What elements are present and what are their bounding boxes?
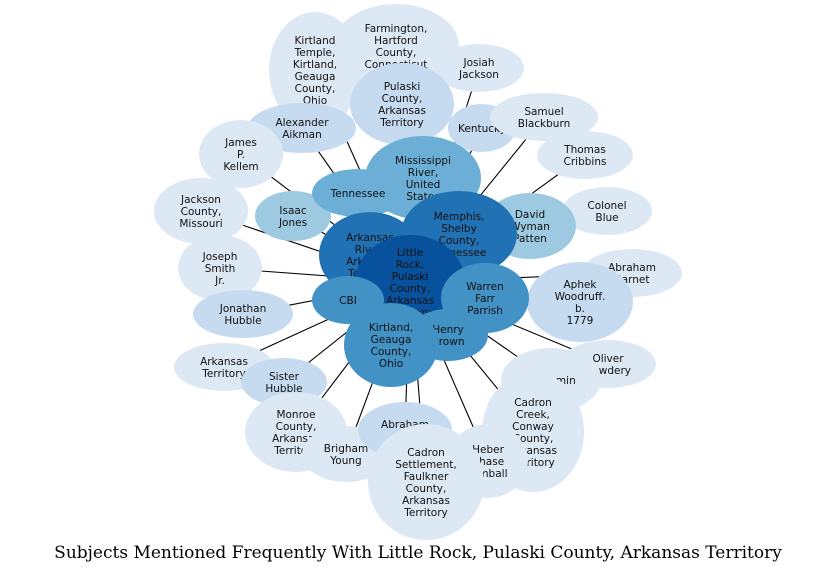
node-bubble <box>350 63 454 145</box>
node-bubble <box>527 262 633 342</box>
node-label: CBI <box>339 295 357 307</box>
node-bubble <box>333 4 459 88</box>
node-bubble <box>537 131 633 179</box>
node-bubble <box>312 169 404 217</box>
node-bubble <box>344 303 438 387</box>
node-bubble <box>255 191 331 241</box>
node-bubble <box>562 187 652 235</box>
node-bubble <box>368 424 484 540</box>
node-tennessee[interactable]: Tennessee <box>312 169 404 217</box>
node-bubble <box>434 44 524 92</box>
node-bubble <box>199 120 283 188</box>
node-bubble <box>269 12 361 128</box>
node-bubble <box>154 178 248 244</box>
node-label: LittleRock,PulaskiCounty,ArkansasTerrito… <box>386 247 434 319</box>
node-layer: Farmington,HartfordCounty,ConnecticutKir… <box>154 4 682 540</box>
diagram-title: Subjects Mentioned Frequently With Littl… <box>54 543 782 563</box>
node-bubble <box>193 290 293 338</box>
node-label: Tennessee <box>330 188 386 200</box>
node-bubble <box>490 93 598 141</box>
node-bubble <box>178 235 262 301</box>
